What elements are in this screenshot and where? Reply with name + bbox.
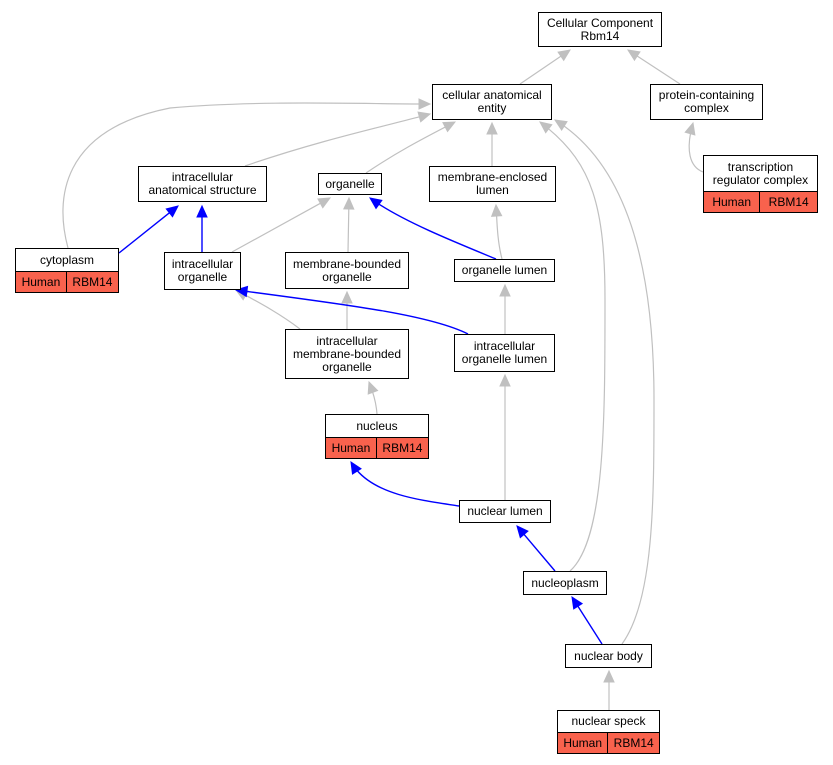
annotation-species: Human xyxy=(558,733,608,753)
node-intracellular-membrane-bounded-organelle[interactable]: intracellular membrane-bounded organelle xyxy=(285,329,409,379)
node-label: cellular anatomical entity xyxy=(442,88,542,115)
node-intracellular-organelle[interactable]: intracellular organelle xyxy=(164,252,241,290)
arrowhead xyxy=(418,98,432,110)
node-protein-containing-complex[interactable]: protein-containing complex xyxy=(650,84,763,120)
edge-is-a-cyt-to-cae xyxy=(62,102,431,249)
edge-part-of-ol-to-org xyxy=(369,197,497,260)
node-organelle-lumen[interactable]: organelle lumen xyxy=(454,259,555,282)
arrowhead xyxy=(317,197,332,209)
node-label: intracellular membrane-bounded organelle xyxy=(292,333,402,374)
node-nucleoplasm[interactable]: nucleoplasm xyxy=(523,571,607,595)
node-label: nuclear lumen xyxy=(467,504,543,518)
node-membrane-enclosed-lumen[interactable]: membrane-enclosed lumen xyxy=(429,166,556,202)
edge-is-a-ol-to-mel xyxy=(495,204,503,260)
arrowhead xyxy=(350,460,362,475)
edge-part-of-iol-to-io xyxy=(235,289,469,335)
node-nuclear-body[interactable]: nuclear body xyxy=(565,644,652,668)
annotation-gene: RBM14 xyxy=(607,733,660,753)
node-cytoplasm[interactable]: cytoplasm Human RBM14 xyxy=(15,248,119,293)
edge-part-of-cyt-to-ias xyxy=(118,205,179,254)
edge-is-a-ias-to-cae xyxy=(244,113,431,167)
node-cellular-anatomical-entity[interactable]: cellular anatomical entity xyxy=(432,84,552,120)
annotation-gene: RBM14 xyxy=(65,272,119,292)
node-intracellular-anatomical-structure[interactable]: intracellular anatomical structure xyxy=(138,166,267,202)
edge-part-of-nb-to-np xyxy=(571,596,603,645)
edge-is-a-trc-to-pcc xyxy=(688,122,704,173)
node-label: intracellular anatomical structure xyxy=(148,170,257,197)
annotation-species: Human xyxy=(704,192,760,212)
node-label: membrane-enclosed lumen xyxy=(437,170,548,197)
node-transcription-regulator-complex[interactable]: transcription regulator complex Human RB… xyxy=(703,155,818,213)
node-label: transcription regulator complex xyxy=(712,159,809,187)
arrowhead xyxy=(367,380,379,395)
node-cellular-component-root[interactable]: Cellular Component Rbm14 xyxy=(538,12,662,47)
arrowhead xyxy=(343,196,355,210)
node-label: organelle xyxy=(325,176,375,191)
annotation-row: Human RBM14 xyxy=(326,437,429,458)
edge-is-a-nuc-to-imbo xyxy=(368,381,378,415)
annotation-row: Human RBM14 xyxy=(16,271,119,292)
arrowhead xyxy=(571,595,584,610)
arrowhead xyxy=(499,373,511,387)
annotation-species: Human xyxy=(16,272,66,292)
node-nuclear-lumen[interactable]: nuclear lumen xyxy=(459,500,551,523)
node-membrane-bounded-organelle[interactable]: membrane-bounded organelle xyxy=(285,252,409,289)
arrowhead xyxy=(417,111,432,123)
arrowhead xyxy=(486,121,498,135)
arrowhead xyxy=(490,203,503,217)
arrowhead xyxy=(684,121,696,136)
edge-is-a-io-to-org xyxy=(231,197,331,253)
node-nucleus[interactable]: nucleus Human RBM14 xyxy=(325,414,429,459)
edge-part-of-nl-to-nuc xyxy=(350,461,460,507)
annotation-row: Human RBM14 xyxy=(558,732,660,753)
arrowhead xyxy=(553,119,568,132)
arrowhead xyxy=(196,204,208,218)
arrowhead xyxy=(499,283,511,297)
arrowhead xyxy=(539,121,553,134)
annotation-gene: RBM14 xyxy=(759,192,818,212)
arrowhead xyxy=(234,285,249,298)
node-label: nuclear body xyxy=(574,648,643,663)
edge-is-a-np-to-cae xyxy=(539,121,606,572)
arrowhead xyxy=(557,49,571,62)
node-label: protein-containing complex xyxy=(658,88,755,115)
edge-is-a-mbo-to-org xyxy=(347,197,350,253)
edge-part-of-np-to-nl xyxy=(516,525,556,572)
node-label: cytoplasm xyxy=(39,252,95,267)
node-label: nucleoplasm xyxy=(531,575,599,590)
annotation-gene: RBM14 xyxy=(375,438,429,458)
arrowhead xyxy=(341,290,353,304)
edge-is-a-nb-to-cae xyxy=(554,119,655,645)
arrowhead xyxy=(626,49,641,62)
node-label: organelle lumen xyxy=(461,263,548,277)
node-nuclear-speck[interactable]: nuclear speck Human RBM14 xyxy=(557,710,660,754)
arrowhead xyxy=(369,197,383,210)
arrowhead xyxy=(442,121,457,133)
node-label: membrane-bounded organelle xyxy=(292,256,402,284)
arrowhead xyxy=(516,525,529,539)
arrowhead xyxy=(603,669,615,683)
annotation-species: Human xyxy=(326,438,376,458)
edge-is-a-imbo-to-io xyxy=(235,289,301,330)
node-label: Cellular Component Rbm14 xyxy=(546,15,654,43)
node-label: nucleus xyxy=(356,418,398,433)
node-label: nuclear speck xyxy=(571,714,646,728)
node-intracellular-organelle-lumen[interactable]: intracellular organelle lumen xyxy=(454,334,555,372)
arrowhead xyxy=(165,205,179,218)
node-organelle[interactable]: organelle xyxy=(318,173,382,195)
annotation-row: Human RBM14 xyxy=(704,191,818,212)
node-label: intracellular organelle xyxy=(171,257,234,284)
edge-is-a-org-to-cae xyxy=(365,121,456,174)
node-label: intracellular organelle lumen xyxy=(461,339,548,366)
